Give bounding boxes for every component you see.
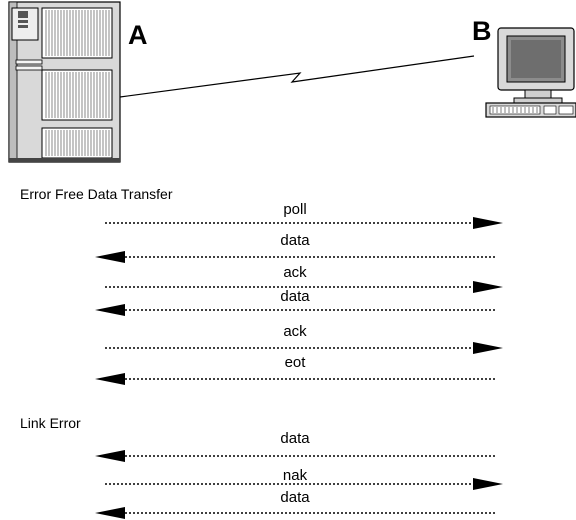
node-a-label: A — [128, 20, 148, 50]
section-title-link-error: Link Error — [20, 415, 81, 431]
message-label: data — [280, 489, 310, 506]
desktop-computer-icon — [485, 27, 576, 118]
server-tower-icon — [8, 1, 121, 163]
message-arrow — [105, 342, 503, 354]
message-label: data — [280, 232, 310, 249]
section-title-error-free: Error Free Data Transfer — [20, 186, 173, 202]
message-label: poll — [283, 201, 307, 218]
message-arrow — [105, 217, 503, 229]
message-label: eot — [284, 354, 306, 371]
message-arrow — [95, 450, 495, 462]
message-arrows — [95, 217, 503, 519]
node-b-label: B — [472, 16, 492, 46]
communication-link-line — [119, 55, 475, 98]
message-arrow — [95, 304, 495, 316]
message-arrow — [105, 281, 503, 293]
message-label: data — [280, 288, 310, 305]
message-arrow — [95, 251, 495, 263]
message-label: data — [280, 430, 310, 447]
message-arrow — [95, 507, 495, 519]
message-arrow — [95, 373, 495, 385]
message-label: ack — [283, 323, 307, 340]
message-label: ack — [283, 264, 307, 281]
message-arrow — [105, 478, 503, 490]
message-label: nak — [282, 467, 308, 484]
